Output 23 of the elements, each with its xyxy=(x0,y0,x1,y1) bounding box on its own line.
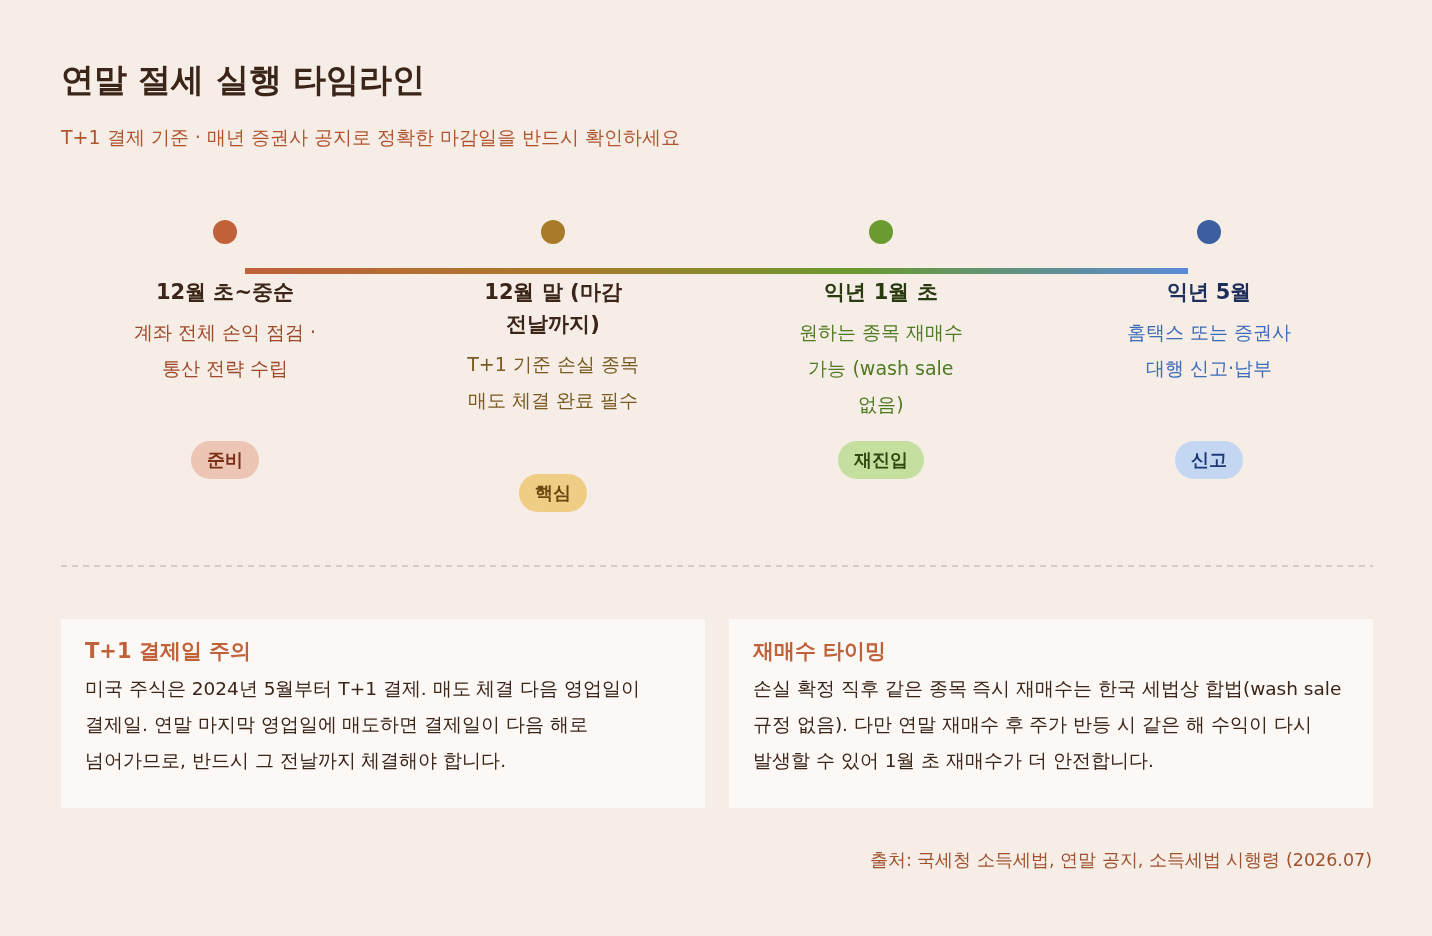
subtitle: T+1 결제 기준 · 매년 증권사 공지로 정확한 마감일을 반드시 확인하세요 xyxy=(61,125,681,150)
stage-badge: 핵심 xyxy=(519,474,587,512)
card-heading: 재매수 타이밍 xyxy=(753,638,888,665)
stage-badge: 재진입 xyxy=(838,441,924,479)
stage-badge: 신고 xyxy=(1175,441,1243,479)
title: 연말 절세 실행 타임라인 xyxy=(61,59,426,101)
card-heading: T+1 결제일 주의 xyxy=(85,638,253,665)
stage-description: T+1 기준 손실 종목 매도 체결 완료 필수 xyxy=(466,352,640,413)
stage-description: 원하는 종목 재매수 가능 (wash sale 없음) xyxy=(797,320,965,417)
stage-title: 익년 5월 xyxy=(1165,279,1253,306)
card-text: 미국 주식은 2024년 5월부터 T+1 결제. 매도 체결 다음 영업일이 결제일. 연말 마지막 영업일에 매도하면 결제일이 다음 해로 넘어가므로, 반드시 그 전날까지 체결해야 합니다. xyxy=(85,677,642,773)
card-text: 손실 확정 직후 같은 종목 즉시 재매수는 한국 세법상 합법(wash sale 규정 없음). 다만 연말 재매수 후 주가 반등 시 같은 해 수익이 다시 발생할 수 있어 1월 초 재매수가 더 안전합니다. xyxy=(753,677,1343,773)
stage-title: 익년 1월 초 xyxy=(823,279,939,306)
timeline-dot xyxy=(213,220,237,244)
stage-description: 홈택스 또는 증권사 대행 신고·납부 xyxy=(1125,320,1293,381)
timeline-dot xyxy=(541,220,565,244)
stage-badge: 준비 xyxy=(191,441,259,479)
stage-title: 12월 말 (마감 전날까지) xyxy=(483,279,623,338)
stage-description: 계좌 전체 손익 점검 · 통산 전략 수립 xyxy=(132,320,318,381)
timeline-dot xyxy=(1197,220,1221,244)
timeline-dot xyxy=(869,220,893,244)
source-note: 출처: 국세청 소득세법, 연말 공지, 소득세법 시행령 (2026.07) xyxy=(870,849,1372,872)
stage-title: 12월 초~중순 xyxy=(154,279,296,306)
